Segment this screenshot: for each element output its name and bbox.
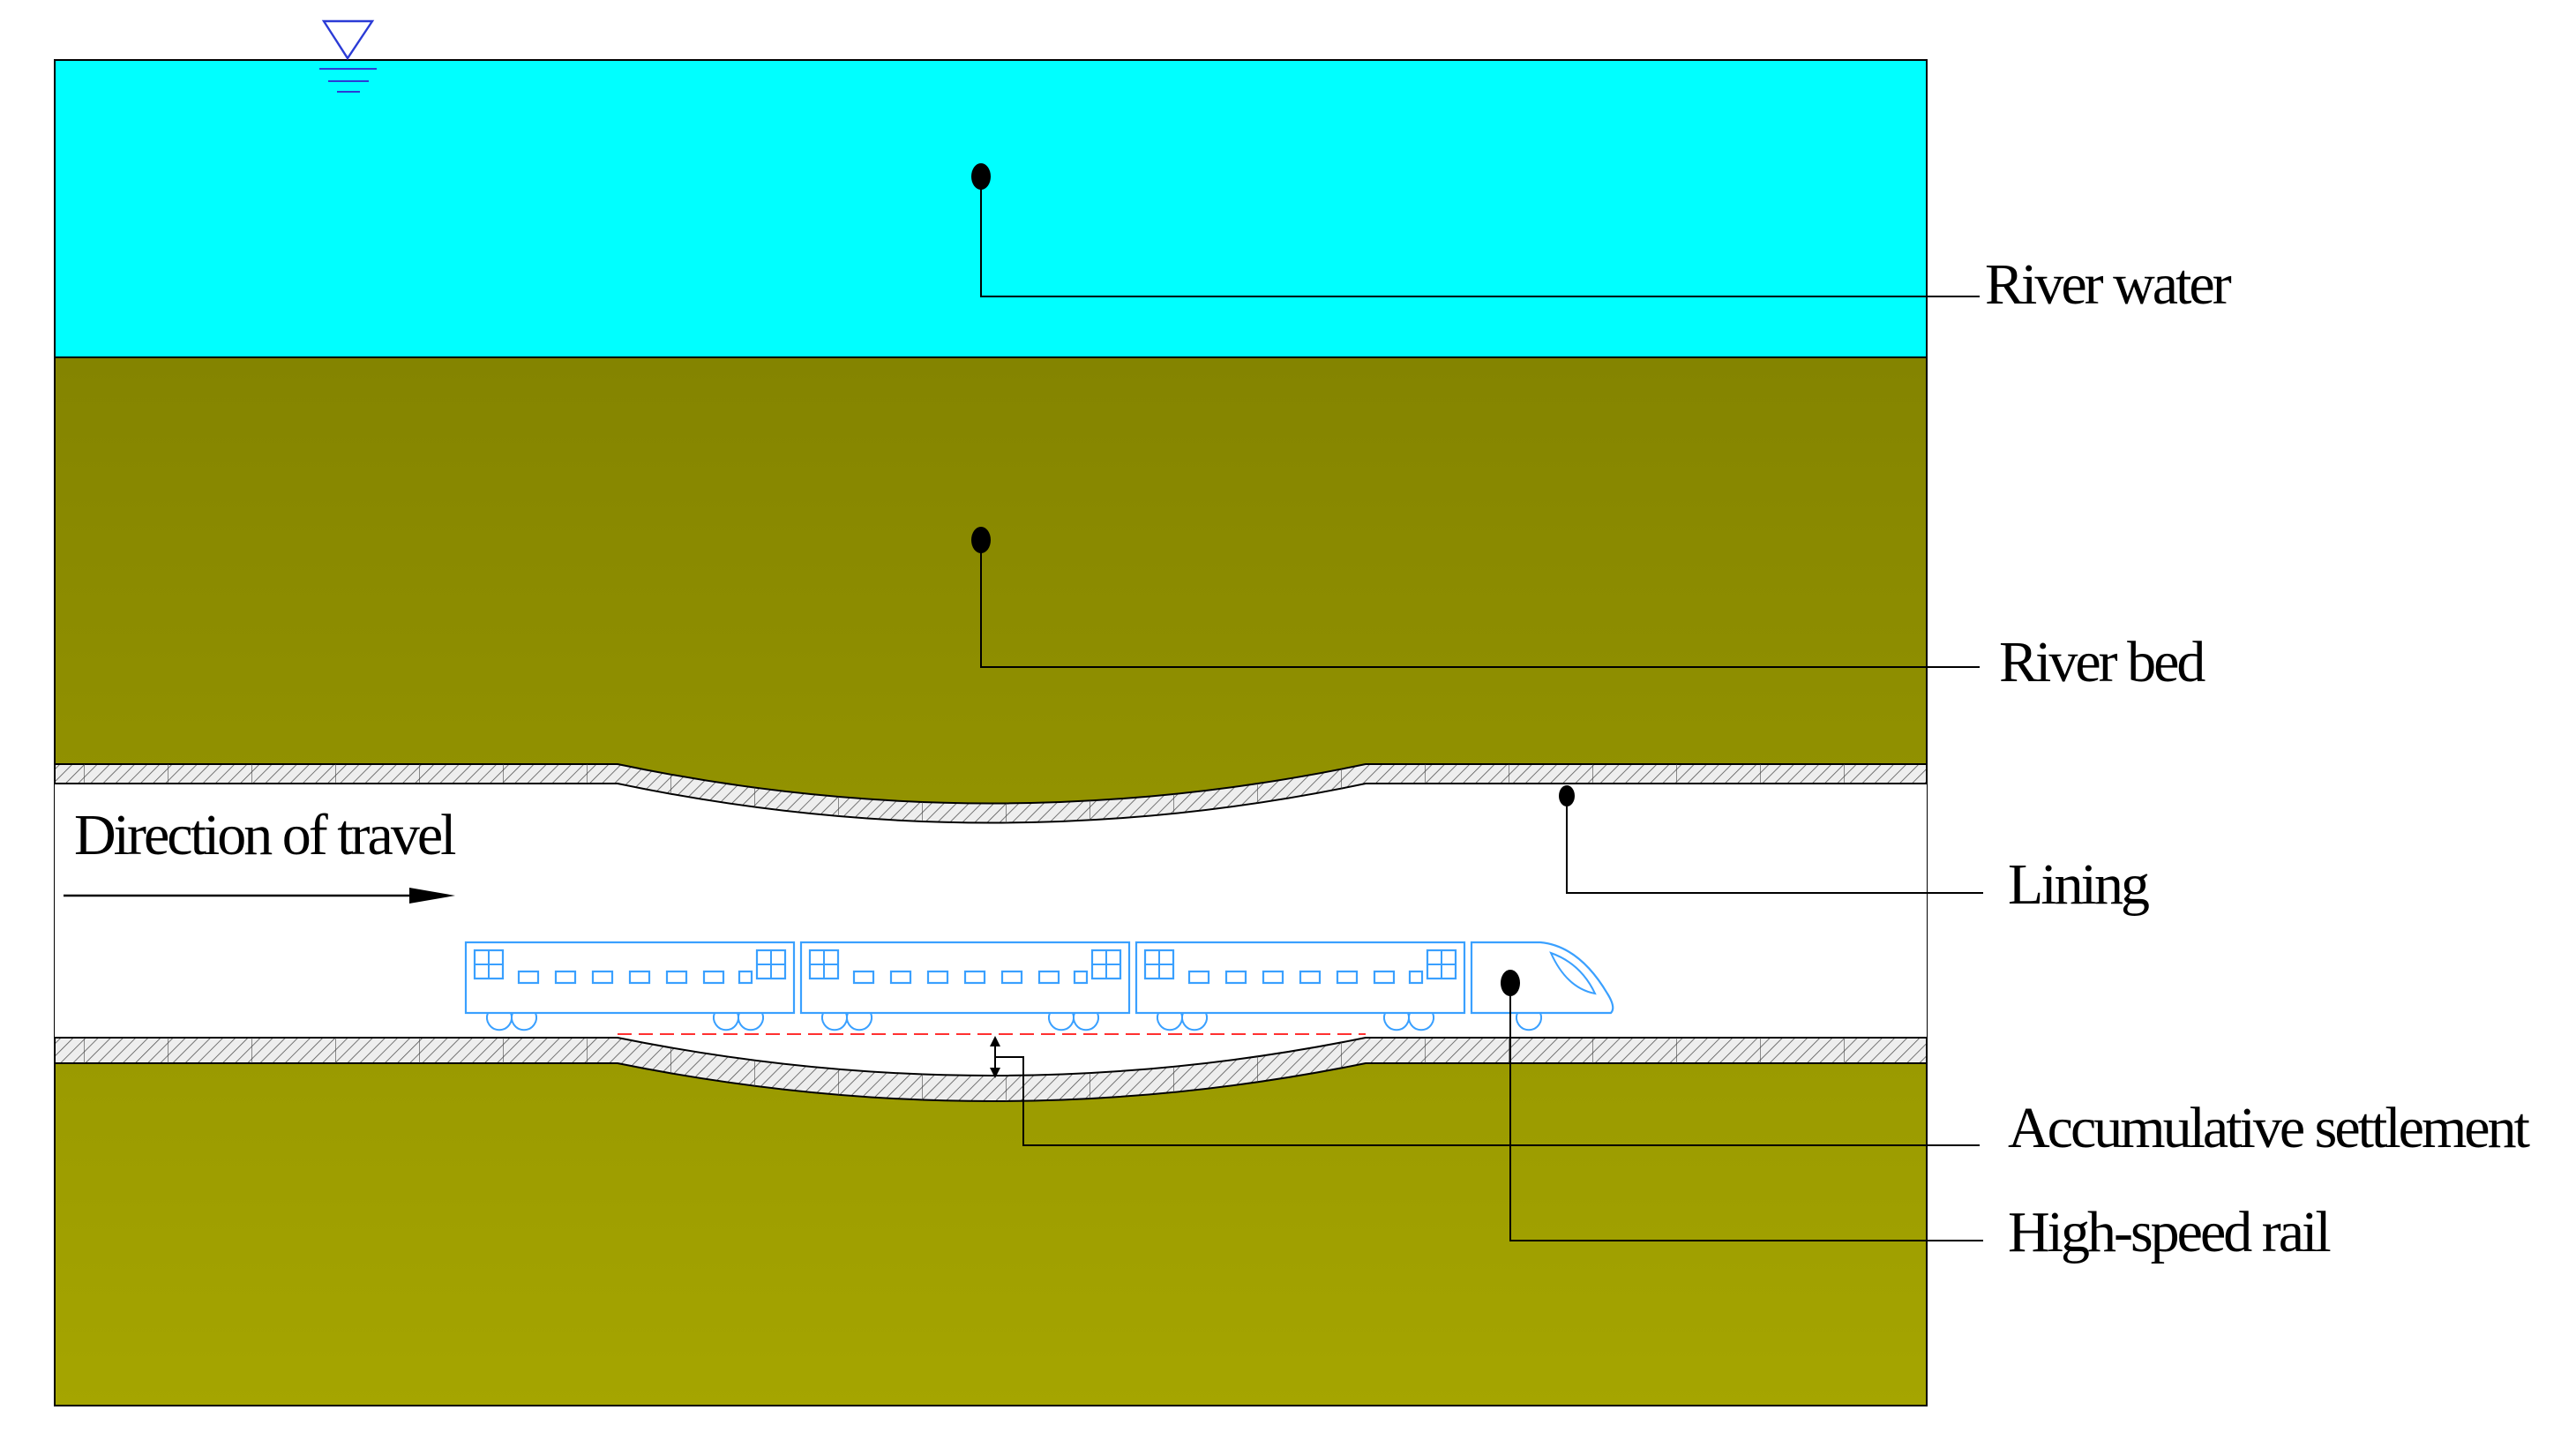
river-bed-leader bbox=[980, 540, 1980, 668]
river-water-label: River water bbox=[1985, 252, 2232, 317]
high-speed-train bbox=[464, 941, 1614, 1031]
high-speed-rail-leader bbox=[1509, 983, 1983, 1241]
direction-of-travel-label: Direction of travel bbox=[74, 803, 456, 867]
settlement-leader bbox=[995, 1056, 1980, 1146]
train-car bbox=[799, 941, 1131, 1031]
river-water-leader bbox=[980, 176, 1980, 297]
lower-lining bbox=[54, 1037, 1928, 1102]
direction-arrow-icon bbox=[64, 888, 455, 904]
high-speed-rail-label: High-speed rail bbox=[2008, 1200, 2331, 1264]
water-level-icon bbox=[319, 19, 377, 93]
river-bed-label: River bed bbox=[1999, 630, 2205, 694]
accumulative-settlement-label: Accumulative settlement bbox=[2008, 1096, 2530, 1160]
lining-leader bbox=[1566, 796, 1983, 894]
river-water-region bbox=[54, 59, 1928, 358]
upper-lining bbox=[54, 763, 1928, 824]
train-car bbox=[464, 941, 796, 1031]
train-car bbox=[1134, 941, 1466, 1031]
lining-label: Lining bbox=[2008, 852, 2149, 917]
